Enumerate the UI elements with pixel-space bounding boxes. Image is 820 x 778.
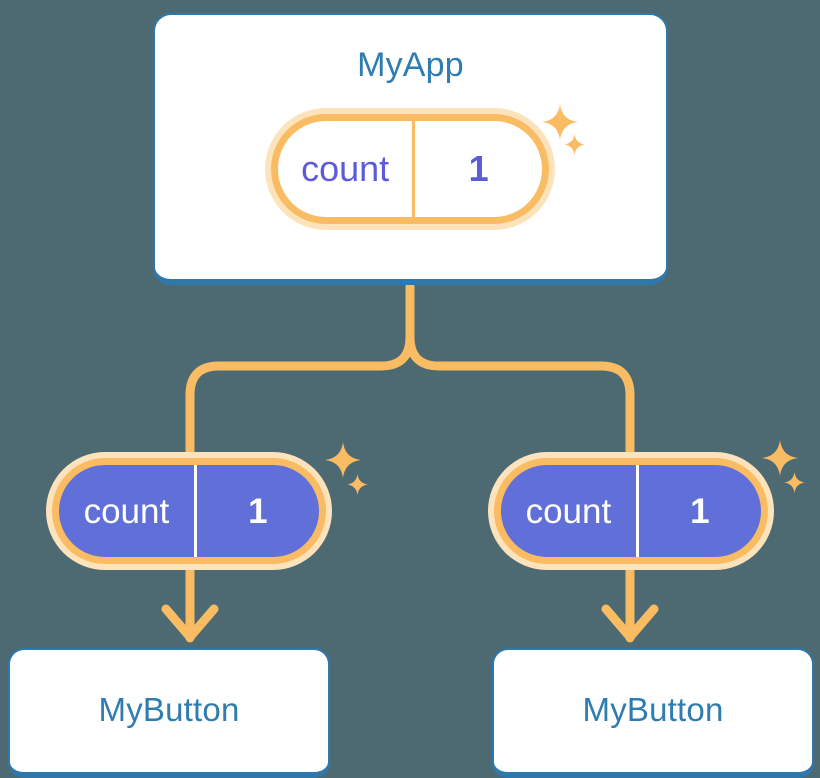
state-pill-ring: count 1: [271, 114, 549, 224]
state-pill-myapp-count[interactable]: count 1: [265, 108, 555, 230]
state-to-button-arrow-left: [161, 565, 219, 643]
component-card-mybutton-left[interactable]: MyButton: [8, 648, 330, 778]
state-name-label: count: [501, 465, 639, 557]
sparkle-icon: [325, 442, 361, 478]
state-name-label: count: [59, 465, 197, 557]
component-card-label: MyButton: [582, 690, 724, 728]
state-pill-ring: count 1: [52, 458, 326, 564]
state-name-label: count: [278, 121, 416, 217]
sparkle-icon: [784, 472, 805, 493]
state-pill-ring: count 1: [494, 458, 768, 564]
component-card-label: MyButton: [98, 690, 240, 728]
state-to-button-arrow-right: [601, 565, 659, 643]
state-propagation-branch: [185, 281, 635, 457]
sparkle-icon: [347, 474, 368, 495]
state-value-label: 1: [248, 491, 268, 531]
page-title: MyApp: [357, 46, 464, 84]
state-value-label: 1: [690, 491, 710, 531]
state-pill-mybutton-right-count[interactable]: count 1: [488, 452, 774, 570]
state-value-label: 1: [468, 148, 489, 189]
sparkle-icon: [762, 440, 798, 476]
state-pill-mybutton-left-count[interactable]: count 1: [46, 452, 332, 570]
component-card-mybutton-right[interactable]: MyButton: [492, 648, 814, 778]
